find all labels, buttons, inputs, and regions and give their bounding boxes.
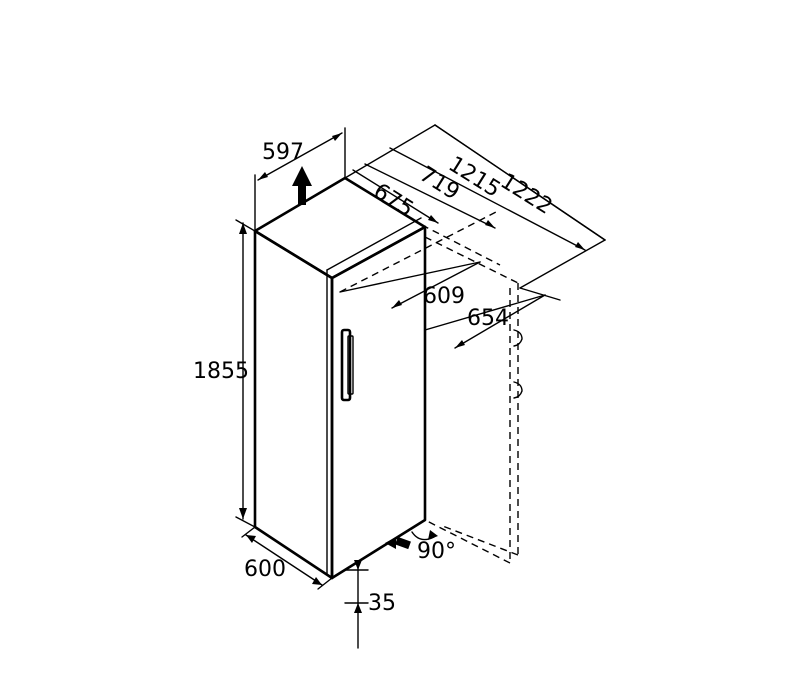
door-angle-indicator [385, 530, 438, 550]
dim-609-654 [339, 261, 561, 349]
label-35: 35 [368, 591, 396, 616]
appliance-body [253, 176, 427, 580]
top-clearance-arrow-icon [292, 166, 312, 205]
appliance-front-door [330, 225, 427, 580]
label-1855: 1855 [193, 359, 249, 384]
label-675: 675 [369, 179, 418, 222]
door-handle [340, 328, 354, 402]
appliance-side-face [253, 229, 334, 580]
label-609: 609 [423, 284, 465, 309]
door-hinges [513, 329, 523, 399]
side-bottom-edge [254, 526, 333, 579]
door-top-edge [326, 217, 422, 271]
door-handle-grip [347, 335, 354, 395]
label-654: 654 [467, 306, 509, 331]
dim-1855 [235, 219, 256, 528]
label-1222: 1222 [496, 169, 557, 220]
dim-597 [254, 127, 346, 232]
dim-35 [344, 560, 369, 649]
label-90-degrees: 90° [417, 539, 456, 564]
label-600: 600 [244, 557, 286, 582]
open-door-outline [339, 209, 519, 564]
door-handle-bar [340, 328, 352, 402]
dim-600 [241, 526, 333, 590]
label-597: 597 [262, 140, 304, 165]
dim-depth-stack [344, 124, 606, 289]
